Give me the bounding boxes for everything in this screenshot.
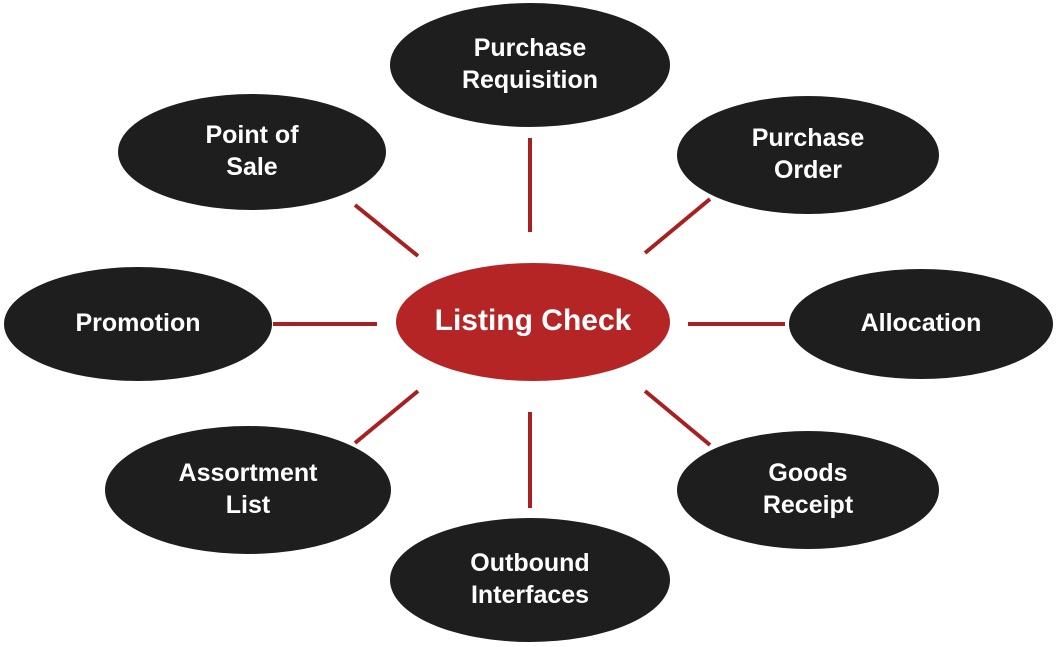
node-label-line: Purchase bbox=[752, 124, 865, 152]
node-label-line: Allocation bbox=[861, 309, 982, 337]
connector-purchase-order-to-listing-check bbox=[643, 197, 712, 255]
connector-point-of-sale-to-listing-check bbox=[353, 203, 420, 258]
node-shape-outbound-interfaces bbox=[390, 518, 670, 642]
node-shape-point-of-sale bbox=[118, 94, 386, 210]
node-label-line: Outbound bbox=[470, 549, 589, 577]
node-label-line: List bbox=[226, 491, 271, 519]
node-listing-check[interactable]: Listing Check bbox=[396, 263, 670, 381]
node-shape-promotion bbox=[4, 267, 272, 381]
node-label-line: Assortment bbox=[179, 459, 319, 487]
connector-lines-group bbox=[273, 138, 785, 508]
node-label-line: Listing Check bbox=[435, 304, 632, 337]
node-label-line: Interfaces bbox=[471, 581, 589, 609]
node-shape-goods-receipt bbox=[677, 431, 939, 549]
node-label-line: Requisition bbox=[462, 66, 598, 94]
connector-goods-receipt-to-listing-check bbox=[643, 389, 712, 447]
node-promotion[interactable]: Promotion bbox=[4, 267, 272, 381]
node-point-of-sale[interactable]: Point of Sale bbox=[118, 94, 386, 210]
node-shape-purchase-requisition bbox=[390, 3, 670, 127]
node-allocation[interactable]: Allocation bbox=[789, 269, 1053, 379]
node-shape-assortment-list bbox=[105, 426, 391, 554]
connector-assortment-list-to-listing-check bbox=[353, 389, 420, 445]
node-label-allocation: Allocation bbox=[861, 309, 982, 337]
node-label-line: Order bbox=[774, 156, 842, 184]
node-shape-purchase-order bbox=[677, 96, 939, 214]
node-label-line: Purchase bbox=[474, 34, 587, 62]
node-label-point-of-sale: Point of Sale bbox=[205, 121, 299, 181]
node-label-promotion: Promotion bbox=[76, 309, 201, 337]
node-label-line: Sale bbox=[226, 153, 278, 181]
node-label-line: Point of bbox=[205, 121, 299, 149]
node-label-line: Receipt bbox=[763, 491, 854, 519]
node-shape-listing-check bbox=[396, 263, 670, 381]
node-shape-allocation bbox=[789, 269, 1053, 379]
node-label-line: Goods bbox=[768, 459, 847, 487]
node-label-line: Promotion bbox=[76, 309, 201, 337]
node-label-listing-check: Listing Check bbox=[435, 304, 632, 337]
